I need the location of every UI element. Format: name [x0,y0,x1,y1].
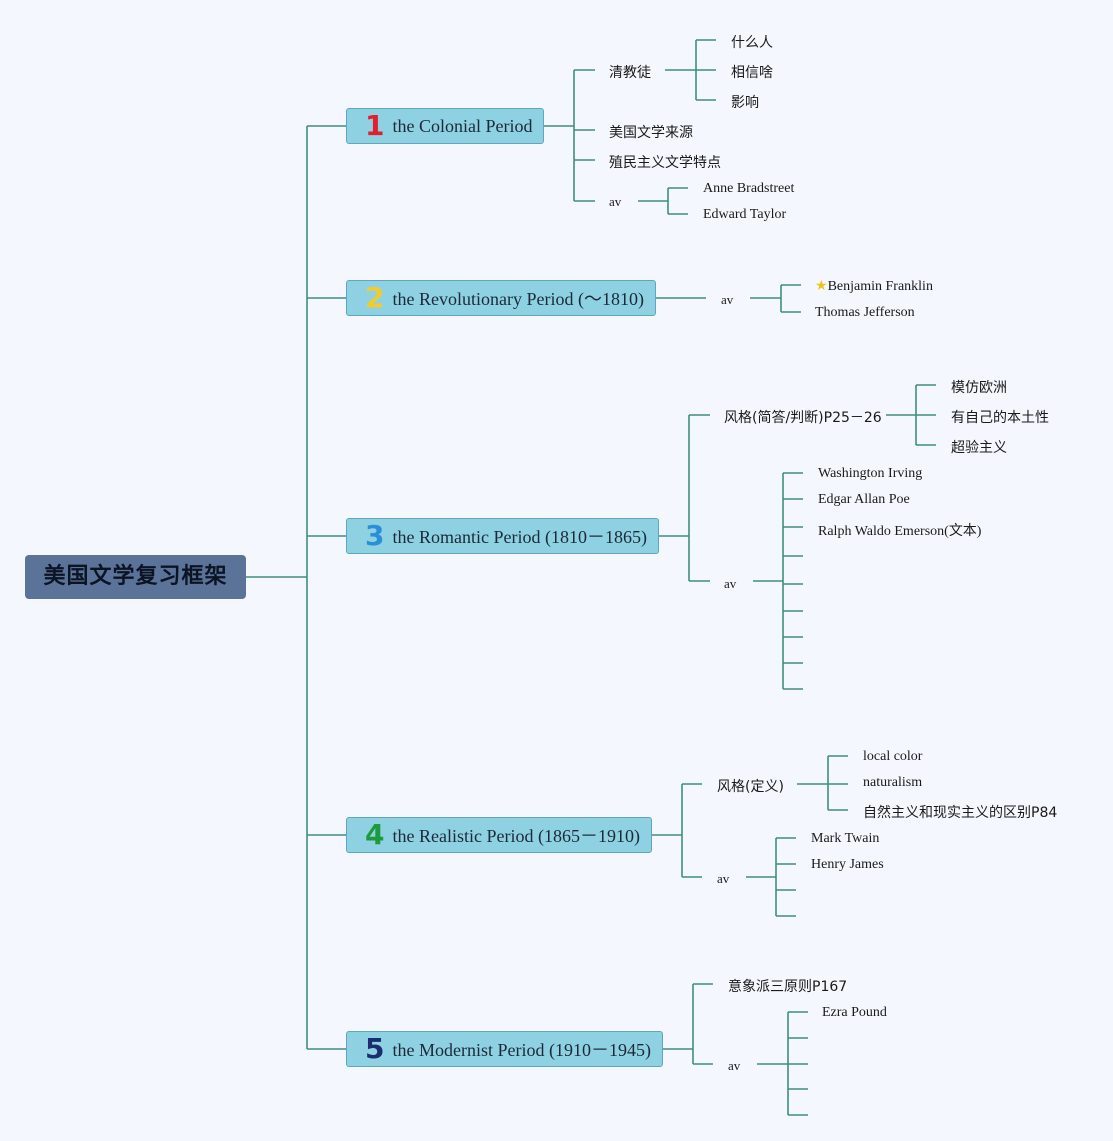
style-nativeness[interactable]: 有自己的本土性 [951,410,1049,426]
author-ezra-pound[interactable]: Ezra Pound [822,1005,887,1020]
topic-authors[interactable]: av [717,871,730,886]
number-2-icon: 2 [365,281,385,314]
style-imitate-europe[interactable]: 模仿欧洲 [951,380,1007,396]
period-title: the Modernist Period (1910－1945) [392,1040,651,1060]
number-3-icon: 3 [365,519,385,552]
period-romantic[interactable]: 3 the Romantic Period (1810－1865) [346,518,659,554]
topic-literature-sources[interactable]: 美国文学来源 [609,125,693,141]
puritan-beliefs[interactable]: 相信啥 [731,65,773,81]
topic-puritans[interactable]: 清教徒 [609,65,651,81]
author-washington-irving[interactable]: Washington Irving [818,466,923,481]
author-benjamin-franklin[interactable]: ★Benjamin Franklin [815,278,933,294]
topic-authors[interactable]: av [728,1058,741,1073]
period-title: the Revolutionary Period (〜1810) [392,289,644,309]
style-local-color[interactable]: local color [863,749,923,764]
period-revolutionary[interactable]: 2 the Revolutionary Period (〜1810) [346,280,656,316]
period-title: the Realistic Period (1865－1910) [392,826,640,846]
star-icon: ★ [815,278,828,294]
period-colonial[interactable]: 1 the Colonial Period [346,108,544,144]
author-edward-taylor[interactable]: Edward Taylor [703,207,787,222]
author-edgar-allan-poe[interactable]: Edgar Allan Poe [818,492,910,507]
style-transcendentalism[interactable]: 超验主义 [951,440,1007,456]
style-naturalism[interactable]: naturalism [863,775,923,790]
topic-authors[interactable]: av [724,576,737,591]
number-1-icon: 1 [365,109,385,142]
puritan-influence[interactable]: 影响 [731,95,759,111]
number-4-icon: 4 [365,818,385,851]
topic-authors[interactable]: av [721,292,734,307]
period-realistic[interactable]: 4 the Realistic Period (1865－1910) [346,817,652,853]
period-title: the Romantic Period (1810－1865) [392,527,647,547]
root-topic[interactable]: 美国文学复习框架 [25,555,246,599]
topic-realism-style[interactable]: 风格(定义) [717,779,784,795]
author-henry-james[interactable]: Henry James [811,857,884,872]
number-5-icon: 5 [365,1032,385,1065]
topic-romantic-style[interactable]: 风格(简答/判断)P25－26 [724,410,882,426]
style-naturalism-vs-realism[interactable]: 自然主义和现实主义的区别P84 [863,805,1058,821]
topic-authors[interactable]: av [609,194,622,209]
topic-colonial-features[interactable]: 殖民主义文学特点 [609,155,721,171]
period-modernist[interactable]: 5 the Modernist Period (1910－1945) [346,1031,663,1067]
topic-imagism-principles[interactable]: 意象派三原则P167 [728,979,848,995]
author-anne-bradstreet[interactable]: Anne Bradstreet [703,181,795,196]
author-thomas-jefferson[interactable]: Thomas Jefferson [815,305,915,320]
period-title: the Colonial Period [392,115,533,136]
puritan-who[interactable]: 什么人 [731,35,773,51]
author-mark-twain[interactable]: Mark Twain [811,831,880,846]
author-ralph-waldo-emerson[interactable]: Ralph Waldo Emerson(文本) [818,524,982,539]
